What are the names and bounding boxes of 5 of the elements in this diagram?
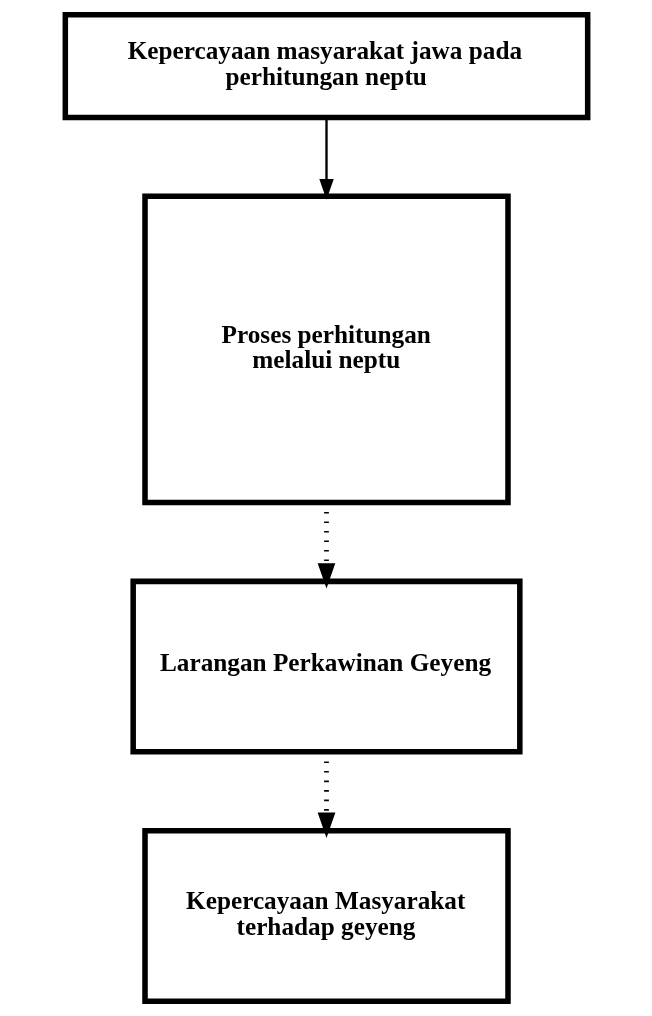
node-box: Kepercayaan Masyarakat terhadap geyeng [141, 828, 511, 1004]
arrow [318, 117, 334, 200]
node-box: Larangan Perkawinan Geyeng [129, 578, 523, 755]
node-box: Proses perhitungan melalui neptu [141, 193, 511, 506]
node-box: Kepercayaan masyarakat jawa pada perhitungan neptu [62, 12, 590, 121]
